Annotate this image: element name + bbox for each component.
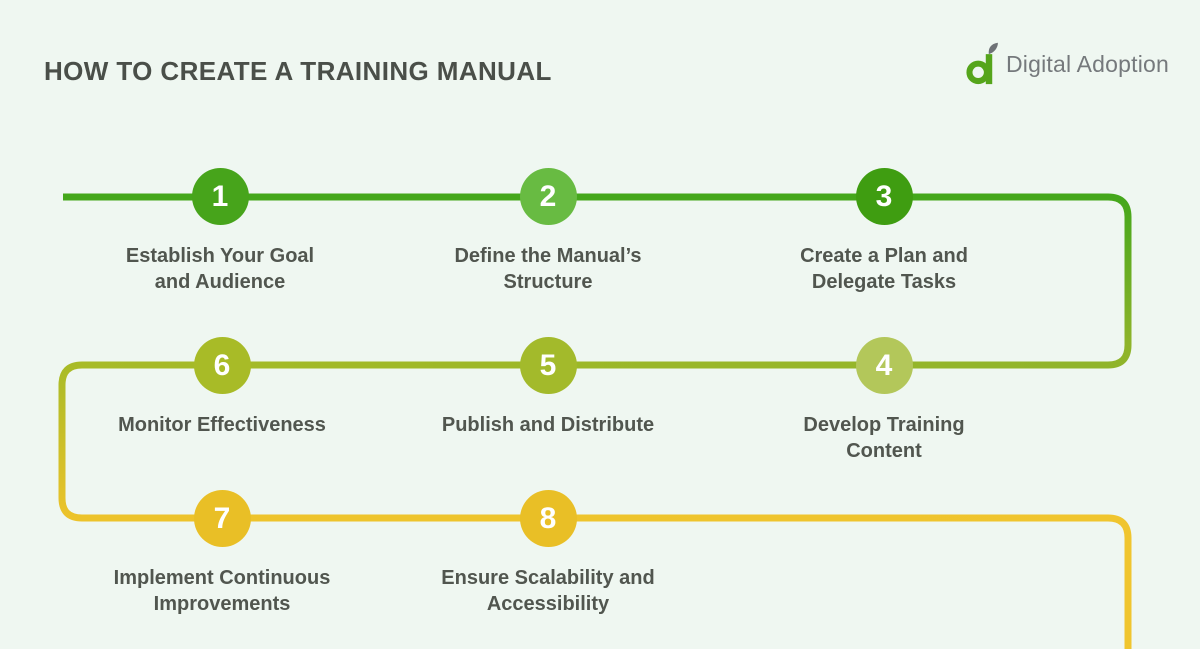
step-6-label: Monitor Effectiveness	[118, 414, 326, 436]
flow-segment-row2	[82, 344, 1132, 369]
flow-segment-row3	[82, 514, 1132, 649]
step-4-circle: 4	[855, 337, 913, 394]
step-2-circle: 2	[519, 168, 577, 225]
step-2: 2 Define the Manual’s Structure	[408, 168, 688, 295]
step-3-number: 3	[875, 179, 893, 213]
step-1-number: 1	[211, 179, 229, 213]
step-4-label: Develop Training Content	[803, 414, 965, 462]
flow-segment-left-drop	[58, 361, 83, 522]
step-1-label: Establish Your Goal and Audience	[125, 245, 315, 293]
step-7-number: 7	[213, 501, 231, 535]
step-1: 1 Establish Your Goal and Audience	[80, 168, 360, 295]
step-4: 4 Develop Training Content	[744, 337, 1024, 464]
step-6-circle: 6	[193, 337, 251, 394]
step-7: 7 Implement Continuous Improvements	[82, 490, 362, 617]
digital-adoption-logo: Digital Adoption	[966, 42, 1169, 86]
a-bowl	[966, 60, 990, 85]
step-8-number: 8	[539, 501, 557, 535]
page-title: HOW TO CREATE A TRAINING MANUAL	[44, 56, 552, 86]
step-4-number: 4	[875, 348, 893, 382]
step-1-circle: 1	[191, 168, 249, 225]
leaf-icon	[988, 42, 998, 55]
step-3: 3 Create a Plan and Delegate Tasks	[744, 168, 1024, 295]
step-7-label: Implement Continuous Improvements	[113, 567, 331, 615]
step-5-label: Publish and Distribute	[441, 414, 655, 436]
flow-segment-row1	[63, 193, 1132, 345]
step-5: 5 Publish and Distribute	[408, 337, 688, 438]
step-3-label: Create a Plan and Delegate Tasks	[800, 245, 968, 293]
step-5-number: 5	[539, 348, 557, 382]
logo-text: Digital Adoption	[1005, 50, 1169, 77]
step-8: 8 Ensure Scalability and Accessibility	[408, 490, 688, 617]
step-8-label: Ensure Scalability and Accessibility	[441, 567, 655, 615]
step-2-label: Define the Manual’s Structure	[454, 245, 642, 293]
step-6: 6 Monitor Effectiveness	[82, 337, 362, 438]
step-2-number: 2	[539, 179, 557, 213]
step-7-circle: 7	[193, 490, 251, 547]
digital-adoption-a-icon	[966, 42, 998, 85]
step-5-circle: 5	[519, 337, 577, 394]
step-8-circle: 8	[519, 490, 577, 547]
step-6-number: 6	[213, 348, 231, 382]
step-3-circle: 3	[855, 168, 913, 225]
